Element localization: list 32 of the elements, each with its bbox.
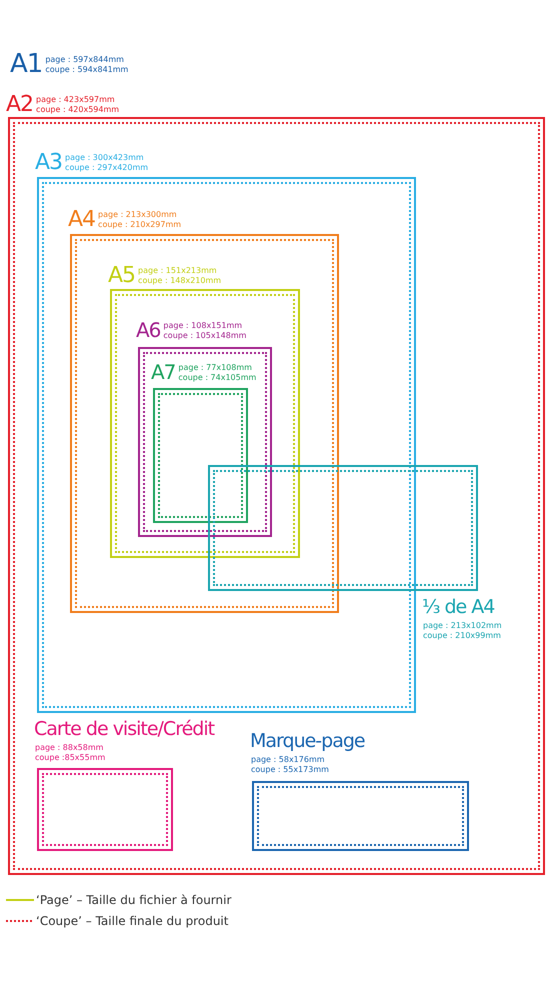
cut-size-text: coupe : 420x594mm (36, 104, 120, 114)
page-size-text: page : 151x213mm (138, 266, 218, 276)
legend-text: ‘Page’ – Taille du fichier à fournir (36, 893, 232, 907)
size-name: Marque-page (250, 730, 365, 752)
cut-size-text: coupe : 74x105mm (178, 372, 256, 382)
cut-size-text: coupe : 55x173mm (251, 765, 329, 775)
size-name: A4 (68, 207, 96, 232)
size-name: A7 (151, 361, 176, 384)
page-size-text: page : 423x597mm (36, 94, 116, 104)
size-name: ⅓ de A4 (422, 596, 494, 618)
page-size-text: page : 77x108mm (178, 362, 253, 372)
page-size-text: page : 213x300mm (98, 210, 178, 220)
page-size-text: page : 213x102mm (423, 621, 502, 631)
page-size-text: page : 300x423mm (65, 152, 145, 162)
legend-text: ‘Coupe’ – Taille finale du produit (36, 914, 228, 928)
page-size-text: page : 597x844mm (45, 54, 125, 64)
cut-size-text: coupe : 148x210mm (138, 276, 222, 286)
size-name: A6 (136, 319, 160, 342)
cut-size-text: coupe : 297x420mm (65, 162, 148, 172)
cut-size-text: coupe :85x55mm (35, 753, 106, 763)
size-name: A5 (108, 263, 136, 288)
size-name: Carte de visite/Crédit (34, 718, 214, 740)
cut-size-text: coupe : 210x99mm (423, 631, 502, 641)
page-size-text: page : 88x58mm (35, 743, 104, 753)
cut-size-text: coupe : 594x841mm (45, 64, 128, 74)
size-name: A1 (10, 50, 42, 79)
size-name: A3 (35, 150, 62, 175)
cut-size-text: coupe : 105x148mm (163, 330, 246, 340)
page-size-text: page : 108x151mm (163, 320, 244, 330)
size-name: A2 (6, 92, 34, 117)
cut-size-text: coupe : 210x297mm (98, 220, 182, 230)
page-size-text: page : 58x176mm (251, 755, 326, 765)
